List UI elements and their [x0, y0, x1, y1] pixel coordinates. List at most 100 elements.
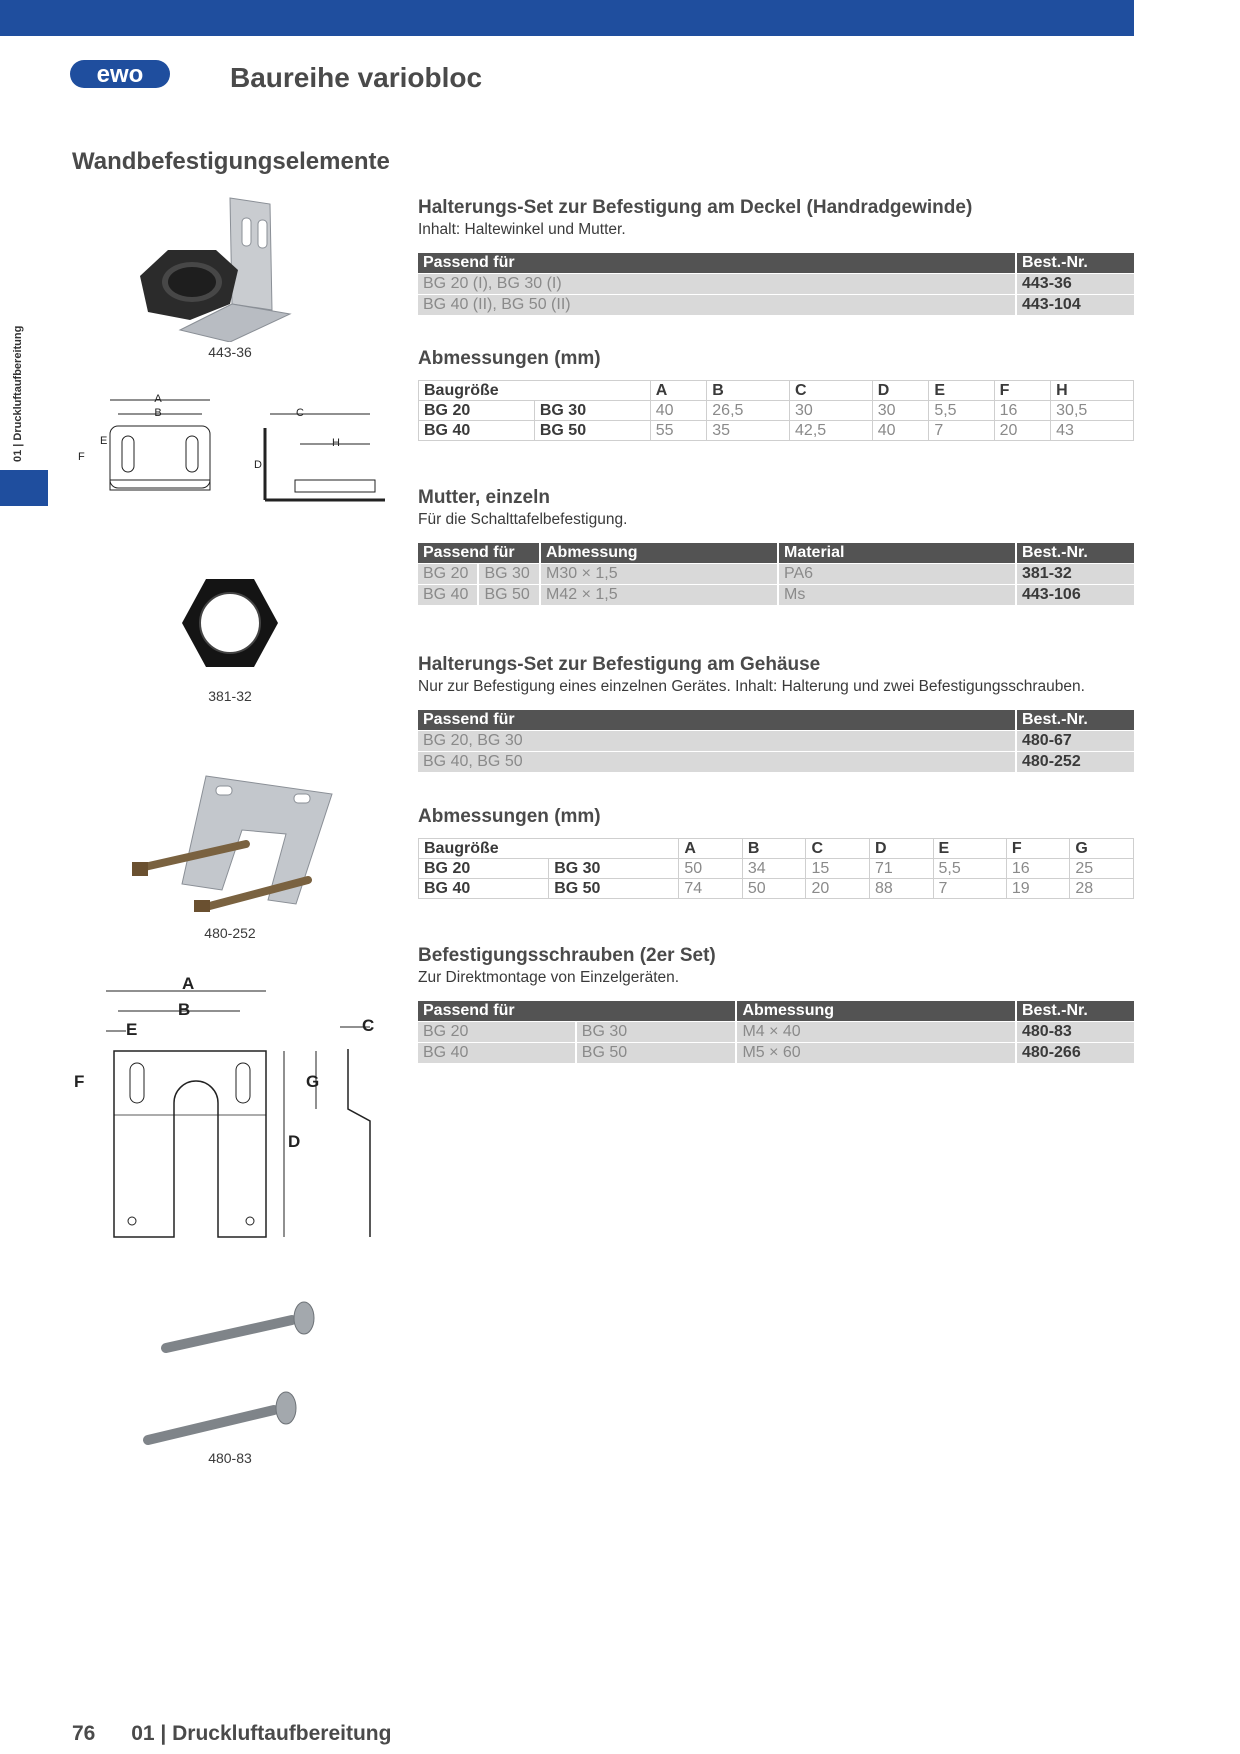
table-cell: 30 — [871, 400, 930, 421]
dim-label-d: D — [254, 459, 262, 471]
table-cell: BG 50 — [533, 420, 651, 441]
table-cell: 15 — [805, 858, 870, 879]
table-cell: 40 — [871, 420, 930, 441]
col-header: Best.-Nr. — [1016, 543, 1134, 564]
chapter-side-label: 01 | Druckluftaufbereitung — [12, 325, 24, 462]
table-cell: 20 — [993, 420, 1052, 441]
col-header: B — [706, 380, 791, 401]
table-cell: BG 20 — [418, 400, 535, 421]
col-header: Abmessung — [540, 543, 779, 564]
image-caption: 443-36 — [208, 344, 252, 360]
col-header: C — [805, 838, 870, 859]
table-cell: M30 × 1,5 — [540, 563, 779, 585]
block-title: Abmessungen (mm) — [418, 348, 601, 369]
table-cell: 480-67 — [1016, 730, 1134, 752]
image-caption: 480-252 — [204, 925, 256, 941]
table-cell: BG 20 — [418, 1021, 577, 1043]
block-title: Halterungs-Set zur Befestigung am Deckel… — [418, 197, 973, 218]
table-cell: 443-106 — [1016, 584, 1134, 605]
table-cell: M5 × 60 — [736, 1042, 1017, 1063]
table-cell: BG 50 — [575, 1042, 738, 1063]
table-cell: BG 30 — [548, 858, 680, 879]
table-cell: BG 30 — [478, 563, 541, 585]
table-cell: BG 40 — [417, 878, 550, 899]
col-header: Passend für — [418, 710, 1017, 731]
table-cell: 16 — [1005, 858, 1071, 879]
table-cell: BG 20 (I), BG 30 (I) — [418, 273, 1017, 295]
table-cell: 55 — [649, 420, 708, 441]
col-header: Baugröße — [418, 380, 651, 401]
block-title: Befestigungsschrauben (2er Set) — [418, 945, 716, 966]
dim-label-d: D — [288, 1132, 300, 1151]
block-title: Halterungs-Set zur Befestigung am Gehäus… — [418, 654, 821, 675]
block-description: Nur zur Befestigung eines einzelnen Gerä… — [418, 678, 1085, 695]
table-cell: BG 50 — [548, 878, 680, 899]
table-cell: 35 — [706, 420, 791, 441]
col-header: Best.-Nr. — [1016, 1001, 1134, 1022]
table-cell: 34 — [741, 858, 807, 879]
dim-label-f: F — [74, 1072, 84, 1091]
table-cell: BG 30 — [533, 400, 651, 421]
dim-label-e: E — [126, 1020, 137, 1039]
dim-label-e: E — [100, 435, 107, 447]
dim-label-h: H — [332, 437, 340, 449]
table-cell: 25 — [1069, 858, 1134, 879]
table-cell: BG 40, BG 50 — [418, 751, 1017, 772]
table-cell: BG 40 — [418, 584, 480, 605]
col-header: Baugröße — [417, 838, 680, 859]
col-header: Best.-Nr. — [1016, 253, 1134, 274]
table-cell: M4 × 40 — [736, 1021, 1017, 1043]
table-cell: 480-83 — [1016, 1021, 1134, 1043]
table-cell: 443-36 — [1016, 273, 1134, 295]
table-cell: 30 — [789, 400, 873, 421]
dim-label-c: C — [296, 407, 304, 419]
col-header: Abmessung — [736, 1001, 1017, 1022]
page-footer: 76 01 | Druckluftaufbereitung — [72, 1722, 421, 1746]
dim-label-g: G — [306, 1072, 319, 1091]
table-cell: 50 — [741, 878, 807, 899]
halterung-deckel-block: Halterungs-Set zur Befestigung am Deckel… — [418, 197, 1134, 315]
table-cell: 43 — [1050, 420, 1134, 441]
col-header: E — [932, 838, 1007, 859]
block-description: Inhalt: Haltewinkel und Mutter. — [418, 221, 626, 238]
page-number: 76 — [72, 1722, 96, 1745]
col-header: Material — [778, 543, 1017, 564]
top-banner — [0, 0, 1134, 36]
table-cell: PA6 — [778, 563, 1017, 585]
table-cell: 381-32 — [1016, 563, 1134, 585]
image-caption: 480-83 — [208, 1450, 252, 1466]
table-cell: 74 — [678, 878, 743, 899]
footer-chapter: 01 | Druckluftaufbereitung — [131, 1722, 392, 1745]
screws-photo — [143, 1301, 315, 1445]
table-cell: BG 20 — [418, 563, 480, 585]
dim-label-b: B — [178, 1000, 190, 1019]
col-header: G — [1069, 838, 1134, 859]
block-title: Abmessungen (mm) — [418, 806, 601, 827]
table-cell: 71 — [868, 858, 934, 879]
table-cell: 88 — [868, 878, 934, 899]
dim-label-b: B — [154, 407, 161, 419]
table-cell: 7 — [928, 420, 995, 441]
table-cell: 7 — [932, 878, 1007, 899]
table-cell: 50 — [678, 858, 743, 879]
col-header: F — [1005, 838, 1071, 859]
befestigungsschrauben-block: Befestigungsschrauben (2er Set) Zur Dire… — [418, 945, 1134, 1063]
table-cell: 480-266 — [1016, 1042, 1134, 1063]
ewo-logo: ewo — [70, 60, 170, 88]
block-description: Zur Direktmontage von Einzelgeräten. — [418, 969, 680, 986]
table-cell: 30,5 — [1050, 400, 1134, 421]
